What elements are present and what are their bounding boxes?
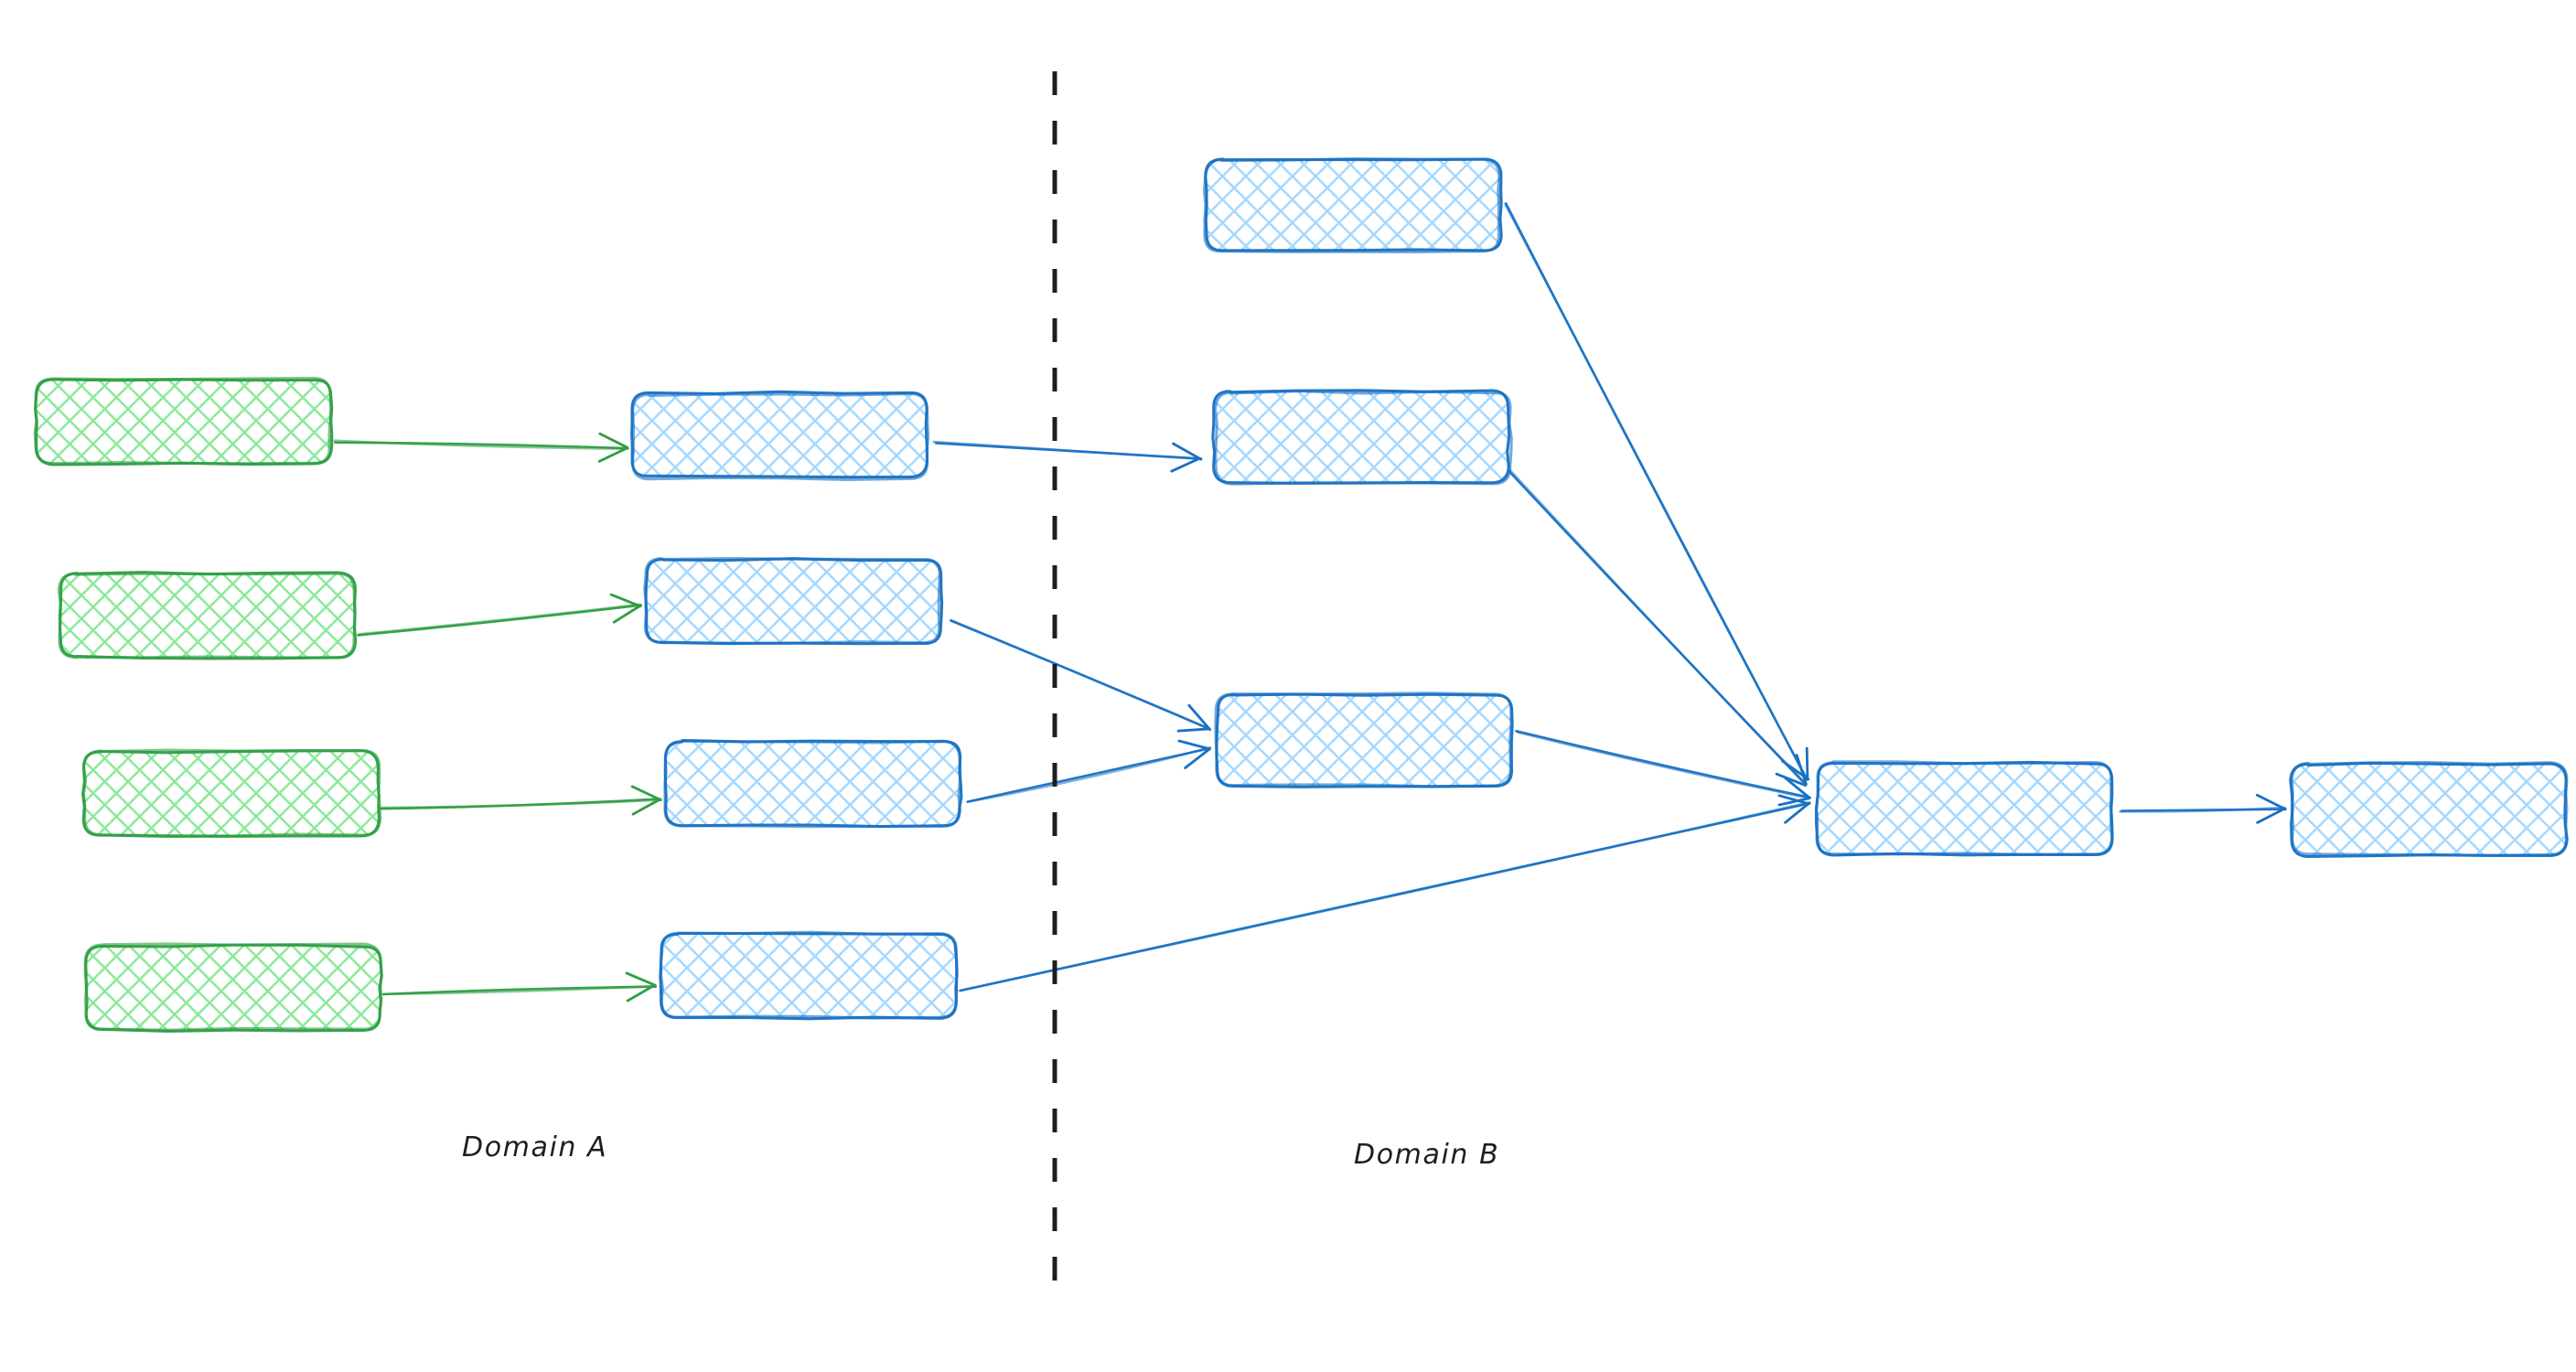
edge-a-source-4-to-a-stage-4[interactable] [381,971,658,1002]
edge-arrowhead [630,785,662,801]
edge-arrowhead [597,446,629,463]
node-outline [643,557,941,645]
node-a-source-2[interactable] [57,571,358,660]
edge-arrowhead [1784,802,1810,824]
edge-b-stage-3-to-b-merge[interactable] [1515,729,1811,807]
edge-a-source-2-to-a-stage-2[interactable] [357,593,643,637]
edge-arrowhead [1170,456,1201,473]
edge-arrowhead [1177,739,1211,751]
edge-arrowhead [1187,703,1212,732]
domain-b-label: Domain B [1354,1139,1500,1171]
node-fill [646,559,941,645]
edge-shaft [381,984,656,996]
edge-shaft [333,439,630,450]
edge-a-stage-1-to-b-stage-2[interactable] [932,440,1203,473]
node-b-stage-2[interactable] [1211,389,1513,486]
node-outline [81,748,382,838]
node-outline [631,391,930,482]
edge-shaft [950,618,1210,730]
node-a-stage-4[interactable] [659,930,959,1021]
node-a-source-1[interactable] [33,376,334,466]
node-fill [665,741,961,826]
edge-shaft [2119,806,2286,813]
node-outline [1213,390,1513,486]
edge-arrowhead [1777,797,1811,807]
edge-arrowhead [1784,777,1811,799]
edge-b-merge-to-b-output[interactable] [2119,793,2287,824]
domain-a-label: Domain A [462,1131,608,1163]
edge-arrowhead [609,593,642,608]
edge-arrowhead [2256,807,2286,824]
node-b-stage-1[interactable] [1202,156,1503,254]
edge-a-stage-4-to-b-merge[interactable] [958,794,1811,992]
edge-a-source-1-to-a-stage-1[interactable] [333,432,630,463]
edge-arrowhead [626,983,656,1002]
node-a-source-4[interactable] [83,942,383,1033]
edge-arrowhead [625,971,657,987]
node-outline [1814,760,2114,856]
node-fill [1205,159,1501,252]
node-fill [660,932,956,1018]
node-outline [33,376,333,466]
edge-arrowhead [631,798,661,816]
edge-arrowhead [1805,746,1809,780]
edge-shaft [966,745,1212,804]
node-outline [83,942,383,1032]
node-outline [659,930,959,1020]
node-b-stage-3[interactable] [1214,691,1514,788]
node-a-source-3[interactable] [81,748,382,838]
edge-a-stage-2-to-b-stage-3[interactable] [950,618,1212,733]
edge-shaft [1516,731,1811,799]
edge-a-source-3-to-a-stage-3[interactable] [380,785,663,816]
node-fill [2292,763,2568,856]
nodes-layer [33,156,2569,1033]
node-outline [57,572,357,659]
edges-layer [333,202,2287,1002]
edge-arrowhead [1775,772,1808,788]
edge-shaft [380,799,663,809]
node-fill [83,752,380,837]
node-b-merge[interactable] [1814,760,2114,857]
edge-arrowhead [598,432,628,449]
node-a-stage-1[interactable] [630,390,930,482]
node-fill [59,573,356,659]
edge-b-stage-2-to-b-merge[interactable] [1505,466,1808,788]
edge-shaft [932,440,1201,461]
node-fill [1217,694,1512,788]
edge-shaft [1506,466,1807,786]
node-fill [632,392,928,478]
edge-a-stage-3-to-b-stage-3[interactable] [966,739,1212,804]
edge-arrowhead [1184,747,1211,769]
edge-shaft [358,603,641,636]
edge-arrowhead [1172,442,1203,461]
edge-b-stage-1-to-b-merge[interactable] [1504,202,1810,781]
edge-arrowhead [2256,793,2287,811]
edge-arrowhead [612,604,642,624]
node-fill [86,945,381,1031]
node-b-output[interactable] [2289,760,2569,858]
node-outline [1214,691,1513,788]
node-outline [663,739,962,829]
edge-arrowhead [1777,794,1810,806]
edge-arrowhead [1795,754,1808,786]
edge-arrowhead [1176,727,1211,733]
node-outline [2290,760,2569,857]
node-fill [36,379,332,465]
node-outline [1202,156,1501,254]
node-a-stage-2[interactable] [643,557,944,646]
node-a-stage-3[interactable] [663,738,963,829]
edge-shaft [1504,203,1809,781]
edge-shaft [958,800,1811,992]
node-fill [1214,391,1510,484]
node-fill [1816,763,2112,856]
